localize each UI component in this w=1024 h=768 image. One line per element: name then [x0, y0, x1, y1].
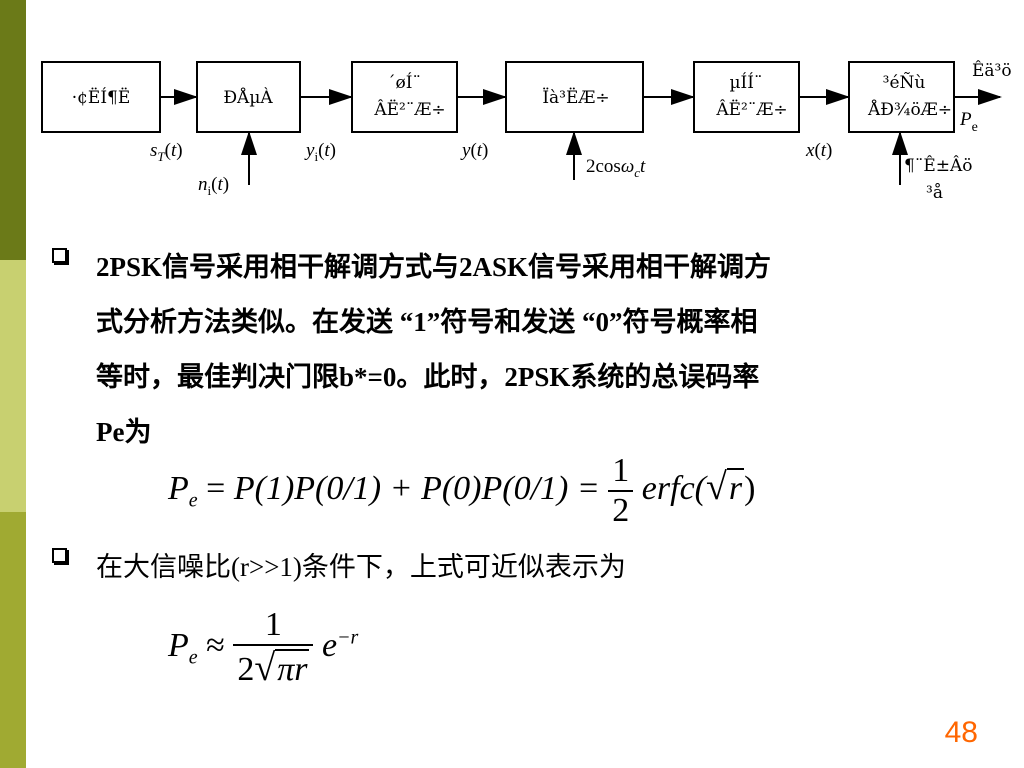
fraction-half: 1 2 — [608, 452, 634, 530]
block-diagram: ·¢ËÍ¶Ë ÐÅµÀ ´øÍ¨ ÂË²¨Æ÷ Ïà³ËÆ÷ µÍÍ¨ ÂË²¨… — [41, 60, 1012, 203]
bullet-2: 在大信噪比(r>>1)条件下，上式可近似表示为 — [52, 540, 972, 595]
box-label-1: ·¢ËÍ¶Ë — [72, 87, 131, 108]
text-line: 在大信噪比(r>>1)条件下，上式可近似表示为 — [96, 552, 626, 582]
formula-error-rate: Pe = P(1)P(0/1) + P(0)P(0/1) = 1 2 erfc(… — [168, 452, 755, 530]
box-label-5a: µÍÍ¨ — [730, 72, 763, 93]
box-label-3b: ÂË²¨Æ÷ — [373, 99, 445, 120]
formula-sub: e — [188, 646, 198, 669]
sqrt-arg: r — [726, 467, 745, 507]
sqrt-icon: √ — [705, 465, 727, 508]
bullet-2-text: 在大信噪比(r>>1)条件下，上式可近似表示为 — [96, 540, 972, 595]
formula-approx: Pe ≈ 1 2√πr e−r — [168, 606, 358, 690]
text-line: 2PSK信号采用相干解调方式与2ASK信号采用相干解调方 — [96, 252, 772, 282]
formula-expr: P(1)P(0/1) + P(0)P(0/1) = — [233, 469, 600, 507]
clock-label-b: ³å — [926, 183, 943, 203]
text-line: 式分析方法类似。在发送 “1”符号和发送 “0”符号概率相 — [96, 307, 758, 337]
fraction-approx: 1 2√πr — [233, 606, 314, 690]
formula-close: ) — [744, 469, 756, 507]
box-label-2: ÐÅµÀ — [223, 87, 273, 108]
fraction-den: 2 — [608, 490, 634, 530]
text-line: 等时，最佳判决门限b*=0。此时，2PSK系统的总误码率 — [96, 362, 760, 392]
signal-carrier: 2cosωct — [586, 156, 646, 180]
formula-erfc: erfc( — [641, 469, 706, 507]
signal-pe: Pe — [959, 109, 978, 135]
box-label-3a: ´øÍ¨ — [387, 72, 421, 93]
exp-base: e — [321, 626, 338, 664]
clock-label-a: ¶¨Ê±Âö — [904, 155, 972, 176]
text-line: Pe为 — [96, 417, 152, 447]
page-number: 48 — [944, 716, 978, 749]
signal-x: x(t) — [805, 140, 832, 161]
signal-yi: yi(t) — [304, 140, 336, 164]
fraction-num: 1 — [612, 452, 630, 489]
exp-power: −r — [337, 626, 359, 649]
checkbox-bullet-icon — [52, 248, 67, 263]
box-label-6a: ³éÑù — [883, 72, 926, 93]
sqrt-icon: √ — [254, 647, 276, 689]
formula-approx-sign: ≈ — [206, 626, 225, 664]
signal-st: sT(t) — [150, 140, 183, 164]
fraction-den: 2√πr — [233, 644, 314, 690]
formula-p: P — [168, 469, 189, 507]
left-bar-top — [0, 0, 26, 260]
formula-p: P — [168, 626, 189, 664]
left-bar-middle — [0, 260, 26, 512]
box-label-4: Ïà³ËÆ÷ — [542, 87, 609, 108]
output-label: Êä³ö — [972, 60, 1012, 81]
left-bar-bottom — [0, 512, 26, 768]
box-label-5b: ÂË²¨Æ÷ — [715, 99, 787, 120]
formula-sub: e — [188, 489, 198, 512]
den-coef: 2 — [237, 651, 255, 688]
fraction-num: 1 — [264, 606, 282, 643]
signal-ni: ni(t) — [198, 174, 229, 198]
formula-eq: = — [206, 469, 226, 507]
checkbox-bullet-icon — [52, 548, 67, 563]
sqrt-arg: πr — [275, 649, 310, 688]
signal-y: y(t) — [460, 140, 488, 161]
bullet-1-text: 2PSK信号采用相干解调方式与2ASK信号采用相干解调方 式分析方法类似。在发送… — [96, 240, 972, 460]
bullet-1: 2PSK信号采用相干解调方式与2ASK信号采用相干解调方 式分析方法类似。在发送… — [52, 240, 972, 460]
box-label-6b: ÅÐ¾öÆ÷ — [867, 99, 952, 120]
